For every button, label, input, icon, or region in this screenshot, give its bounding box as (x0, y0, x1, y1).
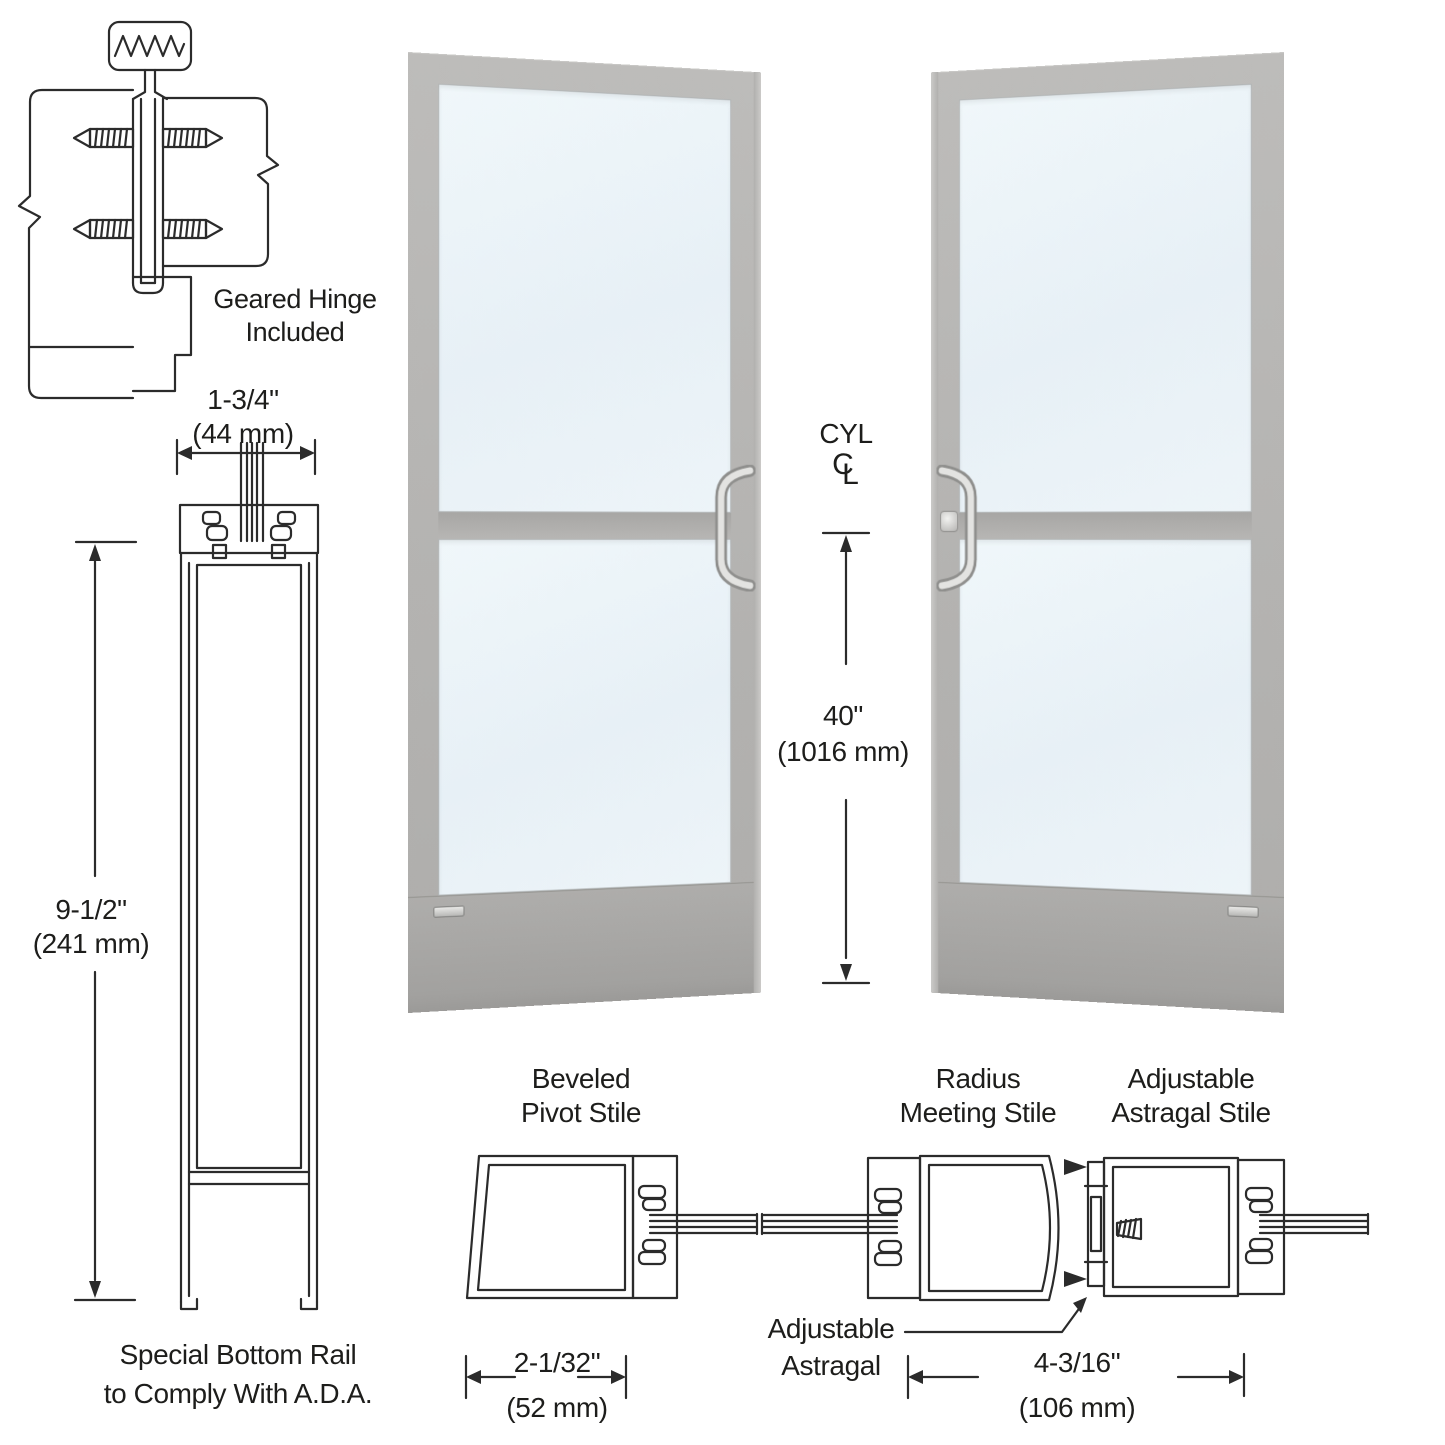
profile-width-dimension: 1-3/4" (44 mm) (192, 383, 294, 451)
astragal-dimension: 4-3/16" (106 mm) (1019, 1340, 1136, 1430)
right-door-lower-glass (959, 538, 1252, 896)
cyl-label-text: CYL (819, 418, 873, 449)
right-door-pull-handle (937, 465, 980, 592)
adjustable-astragal-label-line1: Adjustable (767, 1313, 895, 1344)
pivot-stile-label-line2: Pivot Stile (520, 1097, 642, 1128)
meeting-stile-label-line1: Radius (935, 1063, 1021, 1094)
bottom-rail-caption: Special Bottom Rail to Comply With A.D.A… (104, 1335, 373, 1413)
astragal-stile-label-line1: Adjustable (1127, 1063, 1255, 1094)
meeting-stile-label-line2: Meeting Stile (899, 1097, 1057, 1128)
profile-height-mm: (241 mm) (32, 928, 150, 959)
right-door-strike-plate (1227, 905, 1259, 918)
astragal-stile-label: Adjustable Astragal Stile (1111, 1062, 1271, 1130)
pivot-stile-drawing (464, 1154, 759, 1400)
left-door-lower-glass (438, 538, 732, 896)
cyl-height-dimension: 40" (1016 mm) (777, 698, 909, 770)
geared-hinge-label-line1: Geared Hinge (213, 284, 377, 314)
centerline-c: C (832, 448, 854, 481)
cyl-label: CYL (819, 417, 873, 451)
astragal-stile-label-line2: Astragal Stile (1111, 1097, 1271, 1128)
adjustable-astragal-label-line2: Astragal (781, 1350, 881, 1381)
profile-width-inches: 1-3/4" (207, 384, 279, 415)
astragal-dim-inches: 4-3/16" (1033, 1347, 1121, 1378)
left-door-upper-glass (438, 83, 732, 513)
meeting-astragal-drawing (760, 1154, 1370, 1400)
pivot-stile-label-line1: Beveled (531, 1063, 631, 1094)
cyl-height-mm: (1016 mm) (777, 736, 909, 767)
bottom-rail-caption-line2: to Comply With A.D.A. (103, 1378, 373, 1409)
geared-hinge-label: Geared Hinge Included (213, 283, 377, 349)
right-door (931, 52, 1284, 1013)
left-door-mid-rail (438, 512, 732, 539)
right-door-mid-rail (959, 512, 1252, 539)
astragal-dim-mm: (106 mm) (1018, 1392, 1136, 1423)
pivot-stile-label: Beveled Pivot Stile (520, 1062, 642, 1130)
right-door-upper-glass (959, 83, 1252, 513)
profile-height-dimension: 9-1/2" (241 mm) (33, 893, 150, 961)
geared-hinge-label-line2: Included (245, 317, 345, 347)
meeting-stile-label: Radius Meeting Stile (900, 1062, 1057, 1130)
cyl-dimension-drawing (821, 531, 871, 985)
profile-height-inches: 9-1/2" (55, 894, 127, 925)
door-profile-drawing (73, 438, 320, 1311)
adjustable-astragal-label: Adjustable Astragal (768, 1310, 895, 1384)
centerline-l: L (842, 458, 859, 491)
pivot-stile-dimension: 2-1/32" (52 mm) (506, 1340, 608, 1430)
left-door-strike-plate (433, 905, 465, 918)
cyl-height-inches: 40" (823, 700, 863, 731)
bottom-rail-caption-line1: Special Bottom Rail (119, 1339, 357, 1370)
profile-width-mm: (44 mm) (192, 418, 294, 449)
left-door-bottom-rail (408, 881, 761, 1013)
left-door (408, 52, 761, 1013)
left-door-pull-handle (712, 465, 755, 592)
pull-handle-icon (937, 465, 980, 592)
centerline-symbol: C L (832, 448, 859, 490)
pivot-stile-dim-inches: 2-1/32" (513, 1347, 601, 1378)
pivot-stile-dim-mm: (52 mm) (506, 1392, 608, 1423)
pull-handle-icon (712, 465, 755, 592)
geared-hinge-drawing (17, 20, 280, 400)
right-door-bottom-rail (931, 881, 1284, 1013)
